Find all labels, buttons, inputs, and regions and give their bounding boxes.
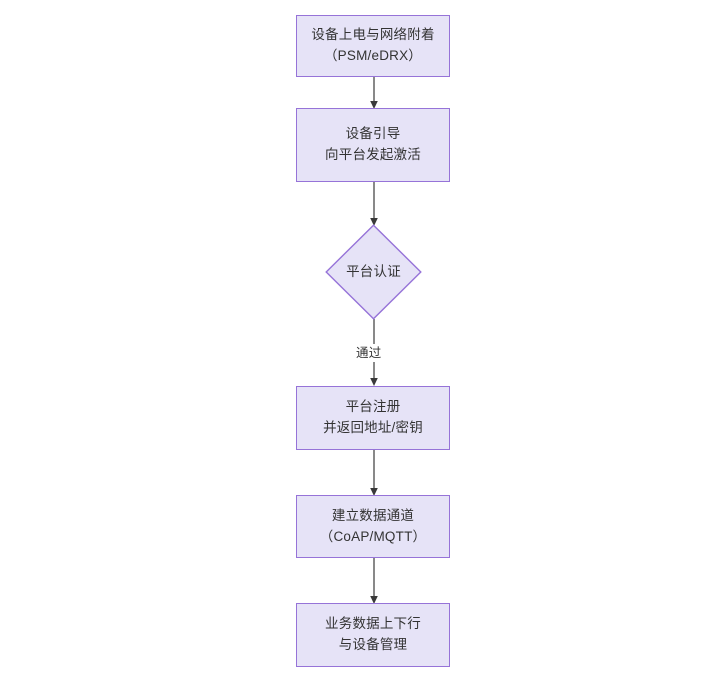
flow-node-business-data[interactable]: 业务数据上下行 与设备管理 [296, 603, 450, 667]
flow-node-line: 设备引导 [345, 126, 401, 142]
edge-n1-n2 [365, 76, 383, 110]
edge-n4-n5 [365, 449, 383, 497]
flow-node-line: 向平台发起激活 [325, 147, 421, 162]
flow-node-line: （PSM/eDRX） [323, 48, 423, 63]
flow-node-line: 平台注册 [345, 399, 401, 415]
diamond-shape [325, 224, 422, 320]
flow-node-line: 与设备管理 [338, 637, 408, 652]
flow-node-line: 并返回地址/密钥 [323, 420, 423, 435]
flow-node-platform-register[interactable]: 平台注册 并返回地址/密钥 [296, 386, 450, 450]
edge-n5-n6 [365, 557, 383, 605]
flow-node-line: （CoAP/MQTT） [319, 528, 427, 544]
flow-node-line: 设备上电与网络附着 [311, 27, 435, 43]
edge-n2-n3 [365, 181, 383, 227]
flow-node-line: 建立数据通道 [331, 507, 415, 523]
flow-node-data-channel[interactable]: 建立数据通道 （CoAP/MQTT） [296, 495, 450, 558]
flow-node-device-bootstrap[interactable]: 设备引导 向平台发起激活 [296, 108, 450, 182]
edge-label-pass: 通过 [353, 344, 385, 363]
flow-node-platform-auth-decision[interactable]: 平台认证 [325, 224, 422, 320]
flow-node-power-on-attach[interactable]: 设备上电与网络附着 （PSM/eDRX） [296, 15, 450, 77]
flow-node-line: 平台认证 [346, 263, 401, 279]
flow-node-line: 业务数据上下行 [325, 616, 421, 632]
